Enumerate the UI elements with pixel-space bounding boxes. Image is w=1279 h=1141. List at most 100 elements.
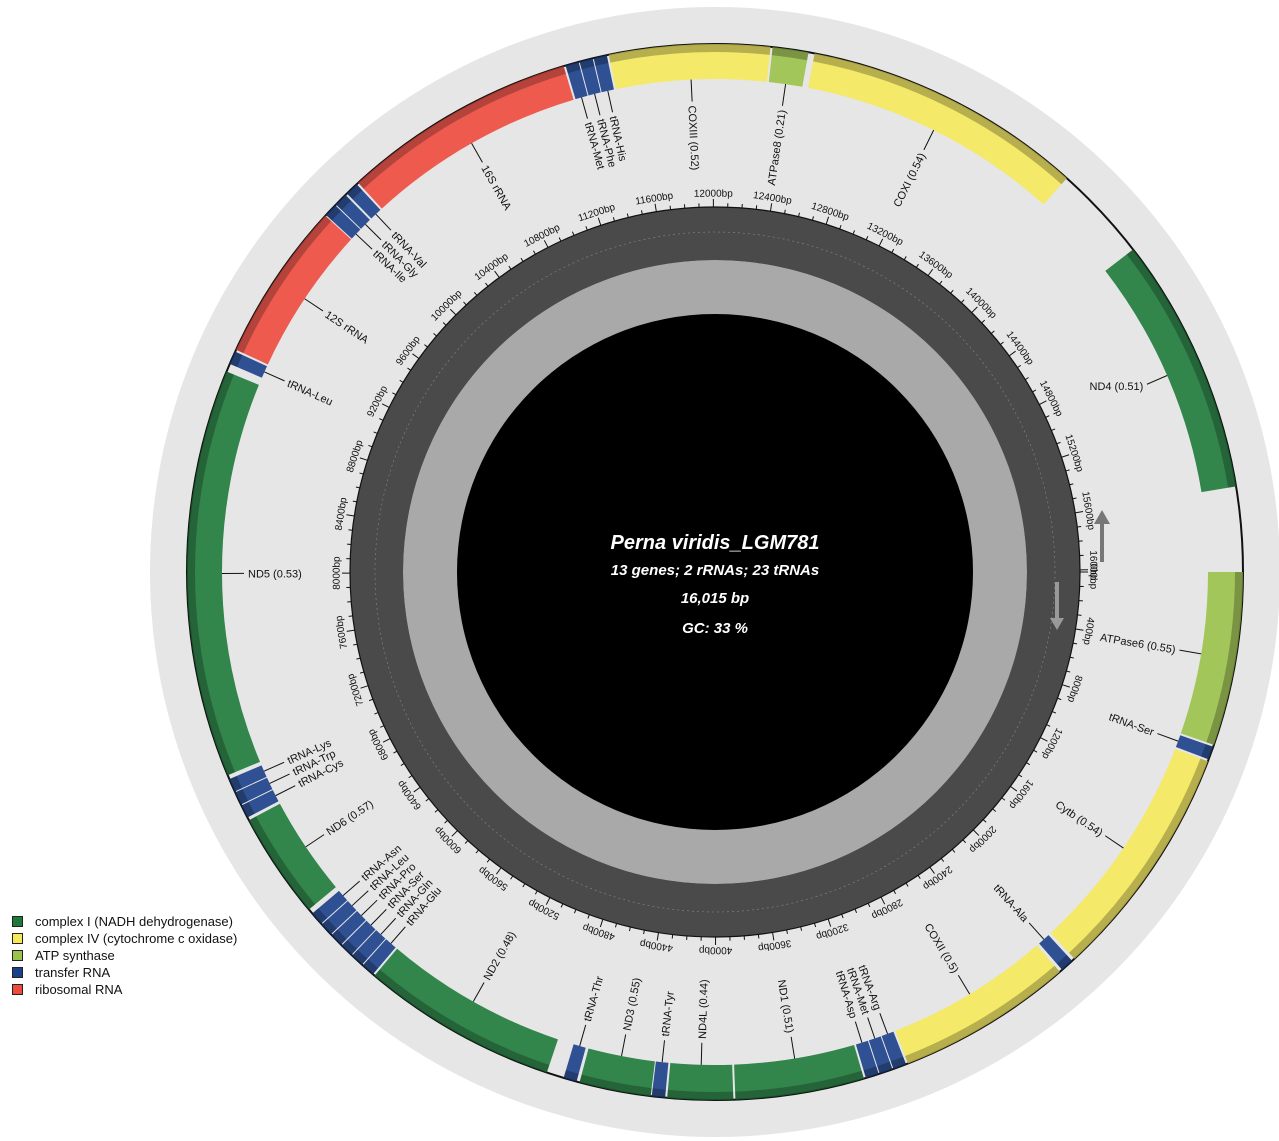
tick-mark [786, 929, 788, 934]
gc-bar [374, 590, 404, 599]
gc-bar [1026, 558, 1062, 566]
feature-leader-3 [1028, 922, 1045, 940]
feature-leader-30 [471, 143, 483, 163]
tick-mark [839, 225, 842, 230]
feature-leader-32 [594, 93, 601, 116]
gc-midline [374, 231, 1056, 913]
gc-bar [888, 276, 919, 317]
tick-mark [865, 235, 869, 241]
tick-mark [1061, 454, 1070, 458]
gc-bar [948, 774, 979, 802]
tick-mark [449, 308, 457, 316]
gc-bar [372, 531, 406, 542]
tick-mark [400, 763, 405, 766]
feature-leader-11 [621, 1034, 627, 1057]
center-disc [457, 314, 973, 830]
tick-mark [1039, 400, 1047, 405]
tick-mark [407, 367, 412, 371]
gc-bar [1026, 565, 1048, 572]
feature-arc-35 [768, 47, 809, 87]
gc-bar [423, 750, 463, 782]
feature-edge-21 [241, 801, 255, 818]
tick-mark [1008, 350, 1016, 357]
gc-bar [1026, 545, 1049, 554]
gc-bar [952, 340, 991, 375]
gc-bar [451, 375, 467, 389]
gc-bar [939, 331, 970, 361]
tick-mark [433, 332, 437, 337]
gc-bar [998, 697, 1014, 709]
gc-bar [485, 805, 513, 835]
gc-bar [403, 414, 438, 436]
tick-label: 12000bp [694, 189, 733, 200]
tick-mark [392, 392, 397, 396]
gc-bar [912, 809, 932, 830]
gc-bar [377, 662, 419, 681]
gc-bar [505, 824, 537, 866]
gc-bar [1021, 504, 1056, 518]
tick-mark [359, 671, 365, 674]
feature-leader-36 [923, 129, 935, 151]
tick-mark [1051, 428, 1056, 431]
gc-bar [695, 883, 703, 909]
feature-label: ND4 (0.51) [1090, 381, 1144, 393]
tick-mark [1056, 441, 1061, 445]
gc-bar [769, 233, 783, 266]
gc-bar [667, 228, 679, 263]
gc-bar [371, 446, 423, 470]
gc-bar [984, 724, 1032, 756]
gc-bar [1026, 551, 1060, 560]
gc-bar [715, 883, 722, 922]
tick-mark [356, 657, 361, 660]
legend-item-transfer-rna: transfer RNA [12, 964, 237, 981]
tick-mark [917, 875, 921, 879]
gc-bar [992, 708, 1042, 737]
feature-leader-31 [581, 97, 588, 119]
gc-bar [588, 862, 608, 899]
tick-mark [464, 840, 469, 844]
feature-arc-37 [1105, 249, 1237, 493]
gc-bar [960, 358, 991, 384]
tick-label: 3600bp [757, 937, 792, 953]
legend: complex I (NADH dehydrogenase) complex I… [12, 913, 237, 998]
gc-bar [513, 817, 527, 832]
tick-label: 4000bp [698, 944, 732, 955]
feature-leader-34 [690, 79, 693, 102]
gc-bar [372, 468, 417, 488]
gc-bar [878, 834, 904, 871]
tick-mark [597, 217, 602, 226]
gc-bar [415, 435, 432, 447]
gc-bar [908, 813, 943, 855]
gc-bar [811, 233, 832, 278]
tick-mark [772, 932, 775, 941]
direction-arrow-icon [1050, 582, 1064, 630]
genome-length: 16,015 bp [681, 590, 749, 607]
gc-bar [441, 745, 460, 761]
gc-bar [862, 273, 881, 300]
feature-edge-33 [593, 55, 609, 66]
tick-mark [346, 514, 355, 517]
feature-edge-7 [863, 1066, 879, 1078]
feature-leader-15 [380, 917, 397, 935]
tick-mark [1066, 670, 1071, 673]
feature-leader-25 [264, 371, 285, 382]
tick-mark [1024, 377, 1029, 381]
tick-mark [473, 291, 478, 296]
feature-ring [186, 43, 1244, 1101]
tick-mark [628, 926, 631, 932]
feature-arc-17 [331, 910, 366, 945]
gc-bar [672, 213, 685, 263]
gc-bar [799, 245, 814, 274]
gc-bar [406, 392, 446, 420]
gc-bar [601, 262, 613, 280]
gc-bar [984, 389, 1030, 420]
feature-leader-22 [269, 773, 290, 784]
feature-arc-14 [362, 939, 396, 975]
feature-leader-29 [375, 213, 392, 231]
gc-content-ring [350, 207, 1080, 937]
gc-bar [415, 406, 443, 425]
tick-mark [543, 240, 549, 248]
gc-bar [436, 740, 456, 756]
feature-edge-12 [563, 1070, 579, 1082]
tick-mark [359, 457, 368, 461]
